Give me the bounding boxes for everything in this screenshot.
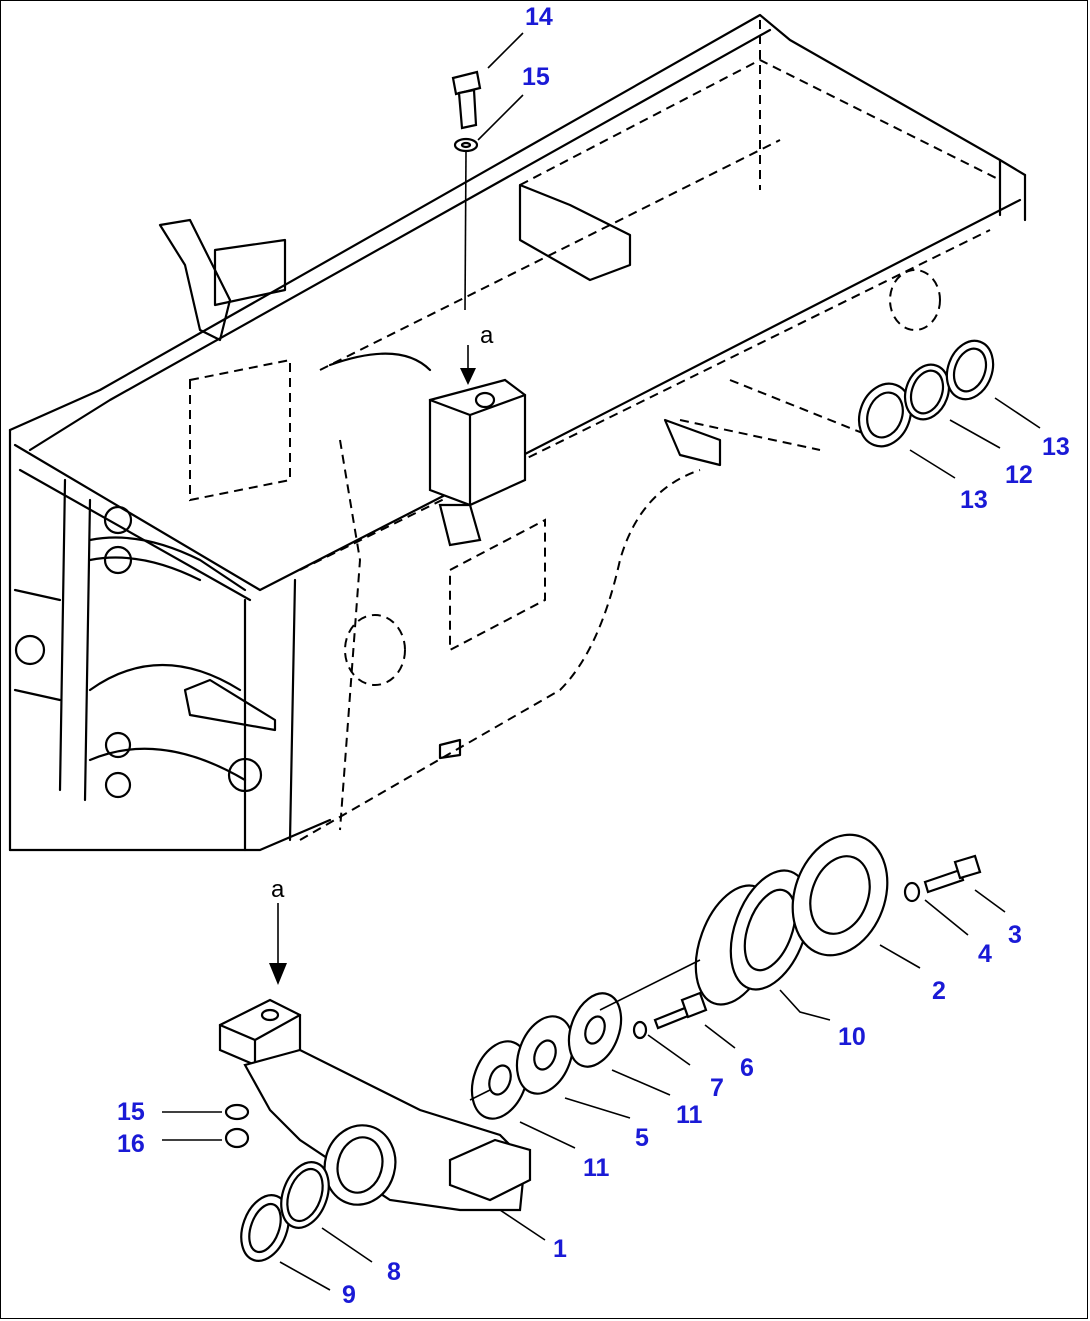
washer-7 (632, 1020, 648, 1040)
callout-13-right: 13 (1042, 433, 1070, 461)
shim-11-right (567, 992, 623, 1068)
washer-15-lower (224, 1103, 250, 1121)
bolt-3 (923, 854, 982, 894)
nut-16 (224, 1127, 250, 1149)
callout-16: 16 (117, 1130, 145, 1158)
callout-11-right: 11 (676, 1101, 703, 1129)
callout-5: 5 (635, 1124, 649, 1152)
bushing-8 (280, 1161, 330, 1229)
seal-ring-9 (240, 1194, 290, 1262)
callout-14: 14 (525, 3, 553, 31)
bolt-14 (451, 70, 482, 130)
callout-6: 6 (740, 1054, 754, 1082)
cover-plate-10 (694, 869, 811, 1006)
reference-label-upper: a (480, 322, 494, 349)
seal-ring-13-upper (857, 382, 913, 448)
main-frame (8, 13, 1027, 852)
callout-8: 8 (387, 1258, 401, 1286)
washer-4 (903, 881, 921, 903)
plate-5 (515, 1015, 575, 1095)
callout-1: 1 (553, 1235, 567, 1263)
callout-2: 2 (932, 977, 946, 1005)
reference-label-lower: a (271, 876, 285, 903)
trunnion-bracket-1 (218, 998, 532, 1212)
bolt-6 (653, 991, 708, 1030)
callout-9: 9 (342, 1281, 356, 1309)
bolt-axis-line (464, 151, 467, 311)
callout-13-left: 13 (960, 486, 988, 514)
bushing-12 (903, 363, 951, 421)
leader-lines (162, 32, 1041, 1291)
callout-3: 3 (1008, 921, 1022, 949)
housing-2 (791, 833, 889, 957)
reference-arrow-lower (269, 903, 287, 985)
callout-10: 10 (838, 1023, 866, 1051)
callout-15-lower: 15 (117, 1098, 145, 1126)
callout-4: 4 (978, 940, 992, 968)
washer-15-top (453, 137, 479, 153)
callout-11-left: 11 (583, 1154, 610, 1182)
seal-ring-13-lower (945, 339, 995, 401)
callout-12: 12 (1005, 461, 1033, 489)
reference-arrow-upper (460, 345, 476, 385)
callout-7: 7 (710, 1074, 724, 1102)
callout-15-top: 15 (522, 63, 550, 91)
